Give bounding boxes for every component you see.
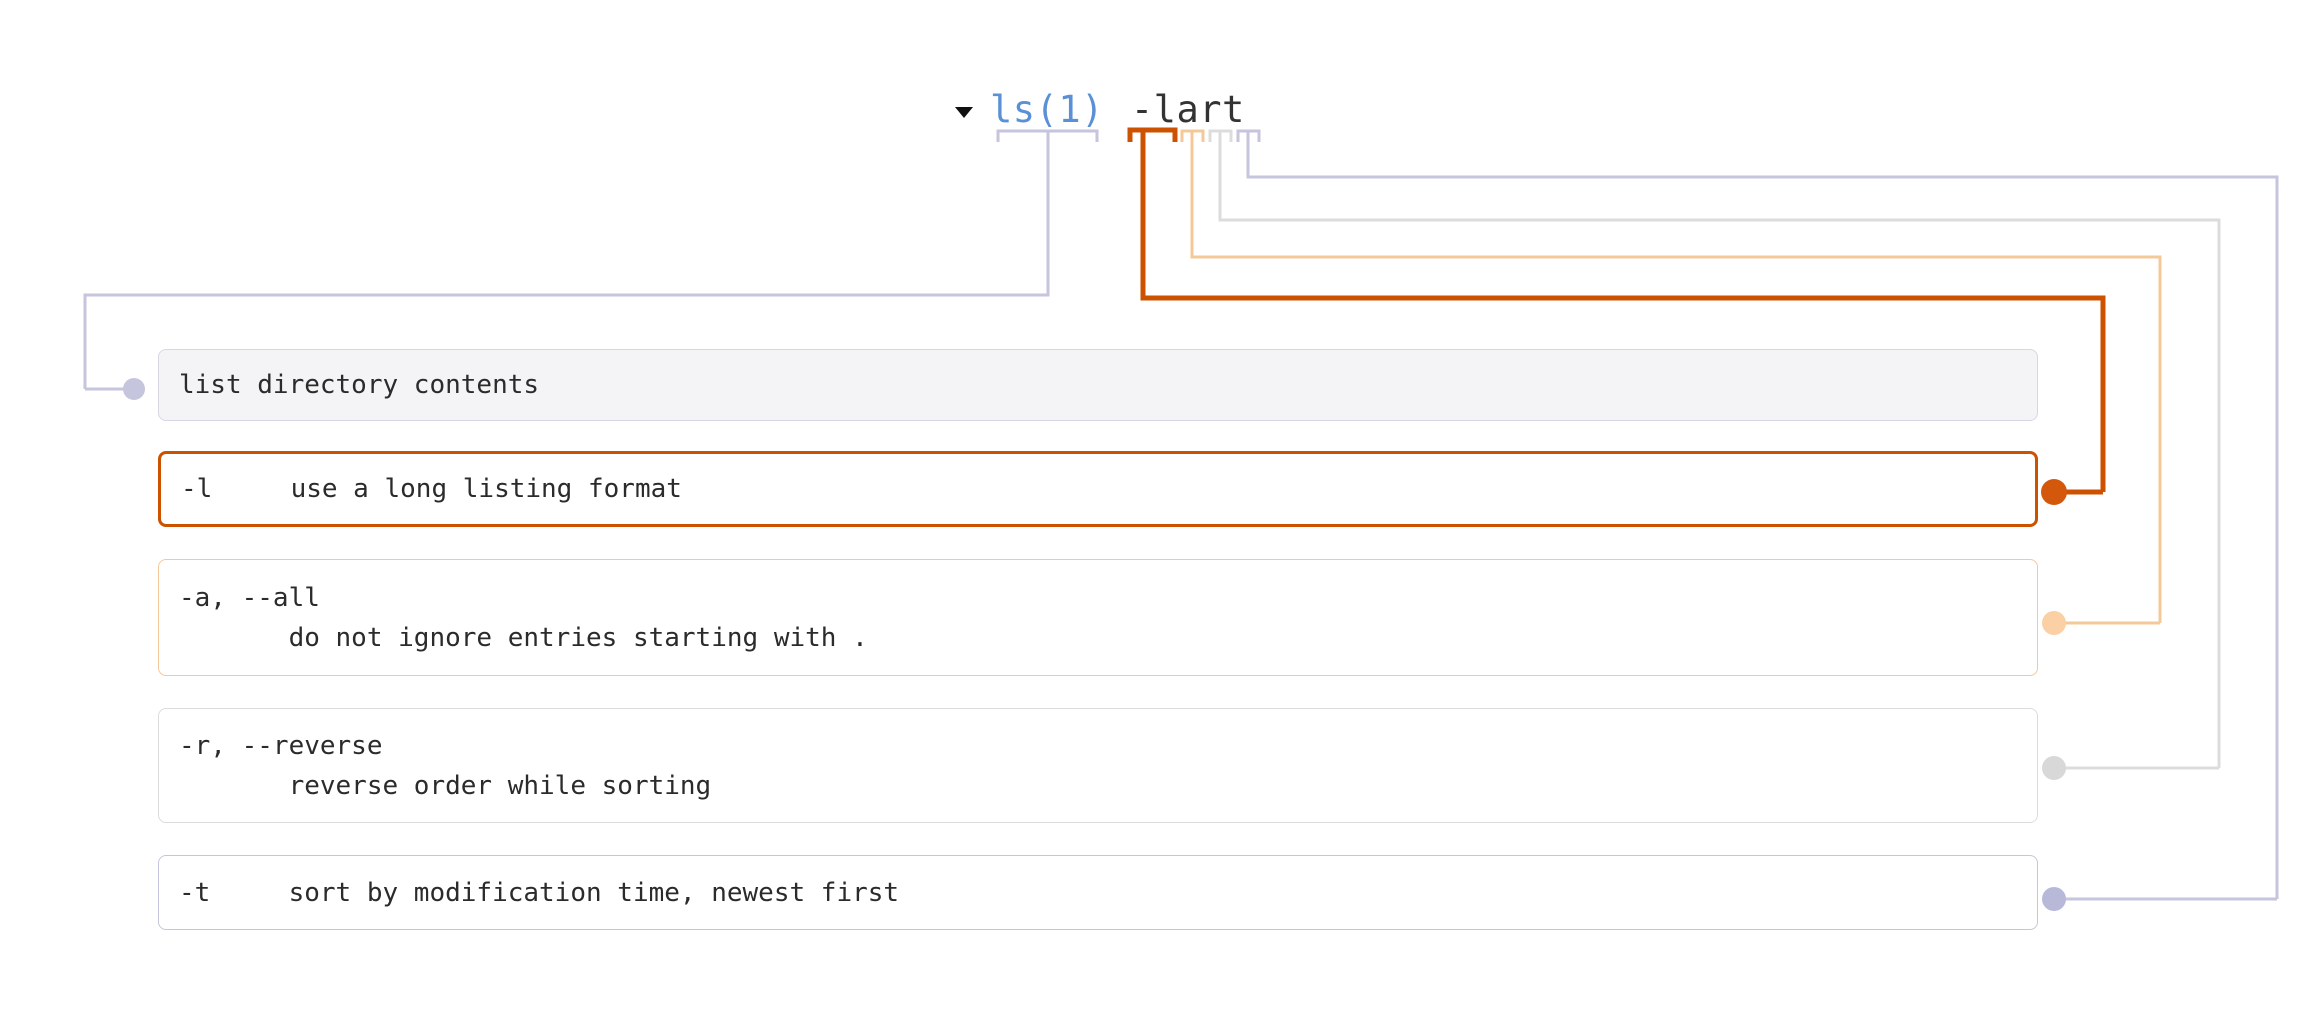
card-line: reverse order while sorting xyxy=(179,770,712,801)
card-line: -t sort by modification time, newest fir… xyxy=(179,877,900,908)
card-line: do not ignore entries starting with . xyxy=(179,622,868,653)
connector-dot-t xyxy=(2042,887,2066,911)
option-card-t[interactable]: -t sort by modification time, newest fir… xyxy=(158,855,2038,930)
card-line: list directory contents xyxy=(179,370,540,400)
card-line: -a, --all xyxy=(179,582,320,613)
triangle-down-icon[interactable] xyxy=(955,106,973,118)
card-line: -r, --reverse xyxy=(179,730,383,761)
description-card[interactable]: list directory contents xyxy=(158,349,2038,421)
option-card-l[interactable]: -l use a long listing format xyxy=(158,451,2038,527)
option-card-a[interactable]: -a, --all do not ignore entries starting… xyxy=(158,559,2038,676)
connector-dot-l xyxy=(2041,479,2067,505)
option-card-r[interactable]: -r, --reverse reverse order while sortin… xyxy=(158,708,2038,823)
card-line: -l use a long listing format xyxy=(181,474,682,504)
connector-dot-r xyxy=(2042,756,2066,780)
connector-dot-description xyxy=(123,378,145,400)
connector-dot-a xyxy=(2042,611,2066,635)
command-arguments[interactable]: -lart xyxy=(1130,88,1245,131)
command-program[interactable]: ls(1) xyxy=(990,88,1104,131)
command-header: ls(1) -lart xyxy=(955,88,1245,132)
wire-option-l xyxy=(1127,127,2106,505)
